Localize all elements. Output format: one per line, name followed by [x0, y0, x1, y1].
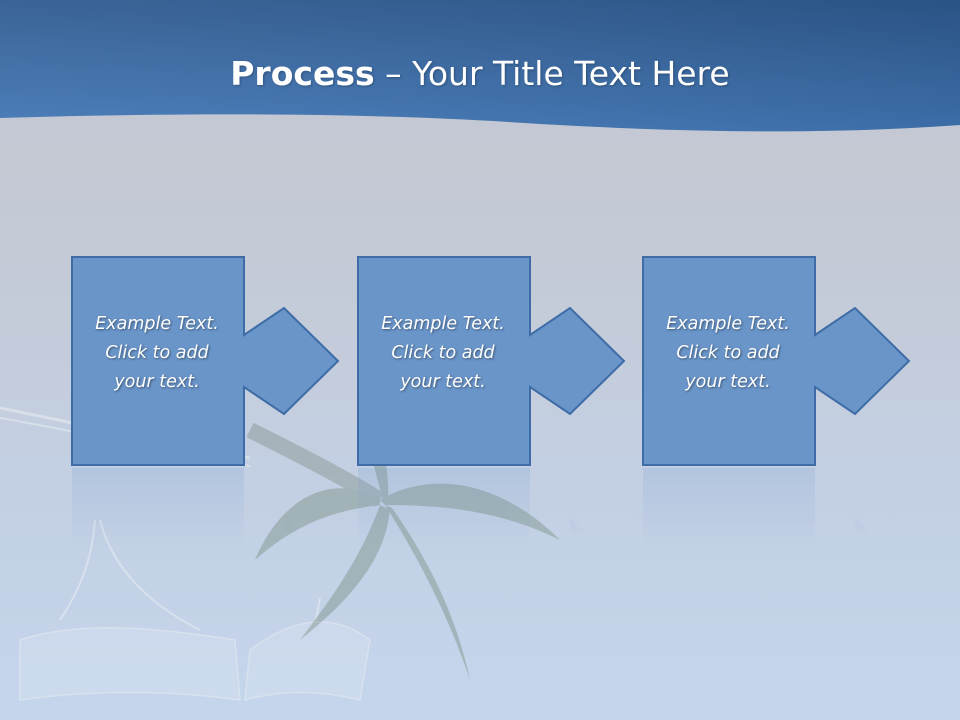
step-reflection [72, 468, 298, 548]
step-text-line: your text. [400, 372, 486, 392]
step-text: Example Text. Click to add your text. [358, 310, 528, 397]
step-text-line: your text. [685, 372, 771, 392]
arrow-right-shape [357, 256, 626, 466]
step-reflection [358, 468, 584, 548]
step-text-line: Click to add [105, 343, 209, 363]
slide-title[interactable]: Process – Your Title Text Here [0, 52, 960, 96]
step-text-line: Example Text. [95, 314, 219, 334]
step-text-line: Example Text. [381, 314, 505, 334]
step-text-line: Click to add [391, 343, 495, 363]
title-bold: Process [230, 54, 375, 93]
process-step-1[interactable]: Example Text. Click to add your text. [70, 256, 342, 470]
arrow-right-shape [642, 256, 911, 466]
step-text-line: your text. [114, 372, 200, 392]
step-text-line: Click to add [676, 343, 780, 363]
step-text: Example Text. Click to add your text. [643, 310, 813, 397]
step-text-line: Example Text. [666, 314, 790, 334]
arrow-right-shape [71, 256, 340, 466]
process-step-3[interactable]: Example Text. Click to add your text. [641, 256, 913, 470]
title-rest: – Your Title Text Here [374, 54, 730, 93]
step-text: Example Text. Click to add your text. [72, 310, 242, 397]
process-step-2[interactable]: Example Text. Click to add your text. [356, 256, 628, 470]
step-reflection [643, 468, 869, 548]
